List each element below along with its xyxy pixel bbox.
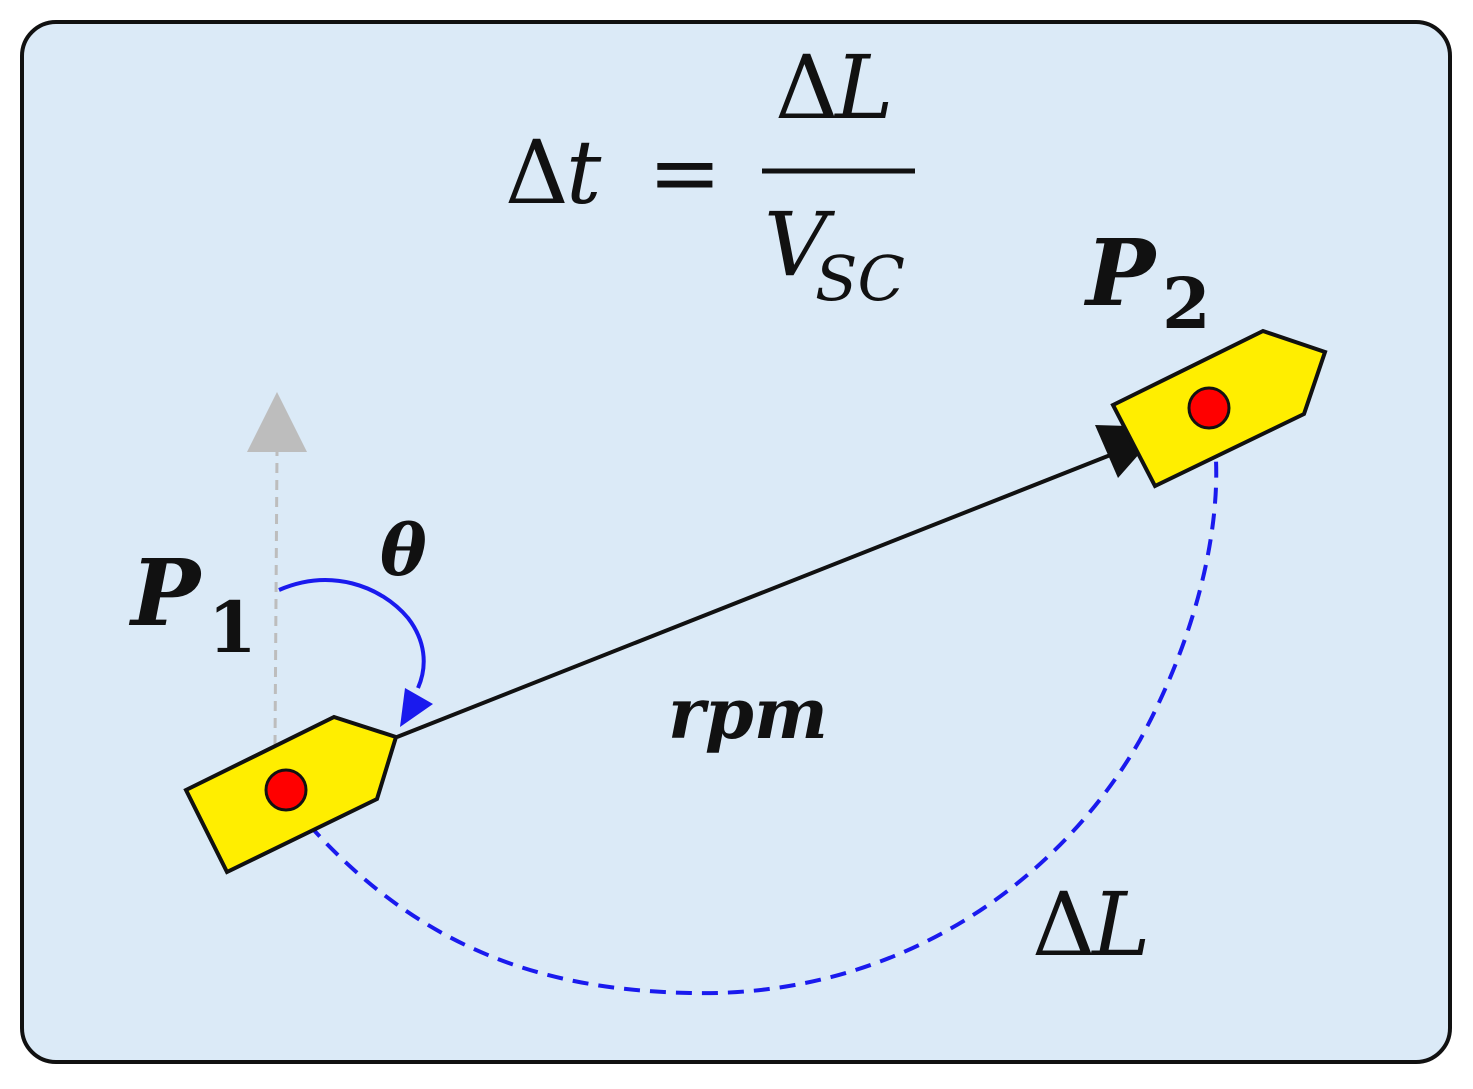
north-reference-arrow xyxy=(247,392,307,746)
label-path-delta: Δ xyxy=(1032,873,1096,976)
formula-denominator-sub: SC xyxy=(815,242,905,315)
heading-angle-arc xyxy=(278,578,433,727)
label-p1-sub: 1 xyxy=(208,586,257,669)
label-theta: θ xyxy=(380,509,427,592)
background-panel xyxy=(20,20,1452,1064)
position-dot-p1 xyxy=(264,768,308,812)
formula-equals: = xyxy=(648,121,722,224)
formula-denominator-var: V xyxy=(764,193,836,296)
label-rpm: rpm xyxy=(668,672,828,755)
formula-numerator-delta: Δ xyxy=(775,36,839,139)
formula-lhs-delta: Δ xyxy=(505,121,569,224)
label-p1: P 1 xyxy=(128,539,257,669)
formula-lhs-var: t xyxy=(566,121,602,224)
ship-p2 xyxy=(1110,328,1328,489)
formula-numerator-var: L xyxy=(833,36,893,139)
ship-p1 xyxy=(183,714,399,875)
label-path-var: L xyxy=(1090,873,1150,976)
label-path-length: Δ L xyxy=(1032,873,1150,976)
label-p2-letter: P xyxy=(1083,219,1158,327)
formula: Δ t = Δ L V SC xyxy=(505,36,915,315)
path-length-arc xyxy=(290,444,1219,996)
label-p2: P 2 xyxy=(1083,219,1211,345)
label-p1-letter: P xyxy=(128,539,203,647)
label-p2-sub: 2 xyxy=(1162,262,1211,345)
position-dot-p2 xyxy=(1187,386,1231,430)
